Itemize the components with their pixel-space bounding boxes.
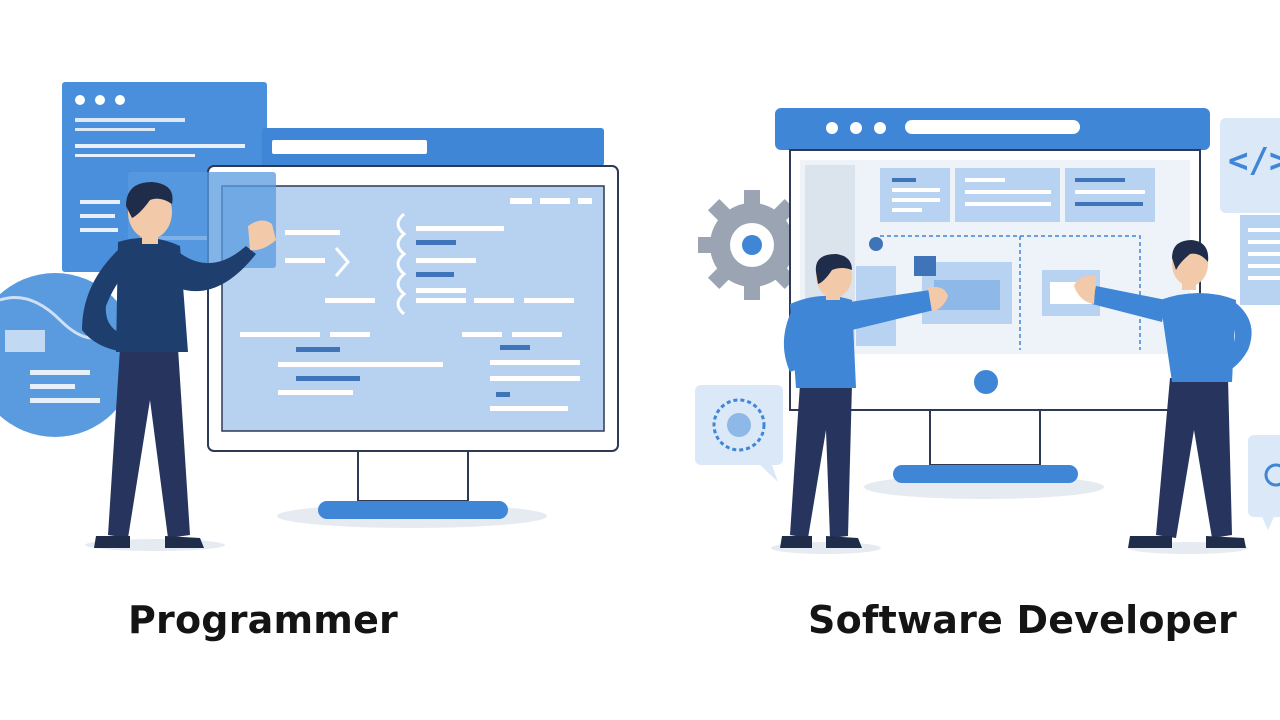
speech-bubble-right: [1248, 435, 1280, 530]
programmer-monitor: [207, 128, 619, 528]
developer-person-right: [1074, 240, 1252, 554]
developer-person-left: [771, 254, 948, 554]
software-developer-illustration: </>: [695, 108, 1280, 554]
programmer-illustration: [0, 82, 619, 551]
programmer-label: Programmer: [128, 598, 398, 642]
code-badge-text: </>: [1228, 141, 1280, 181]
programmer-person: [82, 182, 276, 551]
code-badge-icon: </>: [1220, 118, 1280, 305]
software-developer-label: Software Developer: [808, 598, 1237, 642]
speech-bubble-icon: [695, 385, 783, 482]
